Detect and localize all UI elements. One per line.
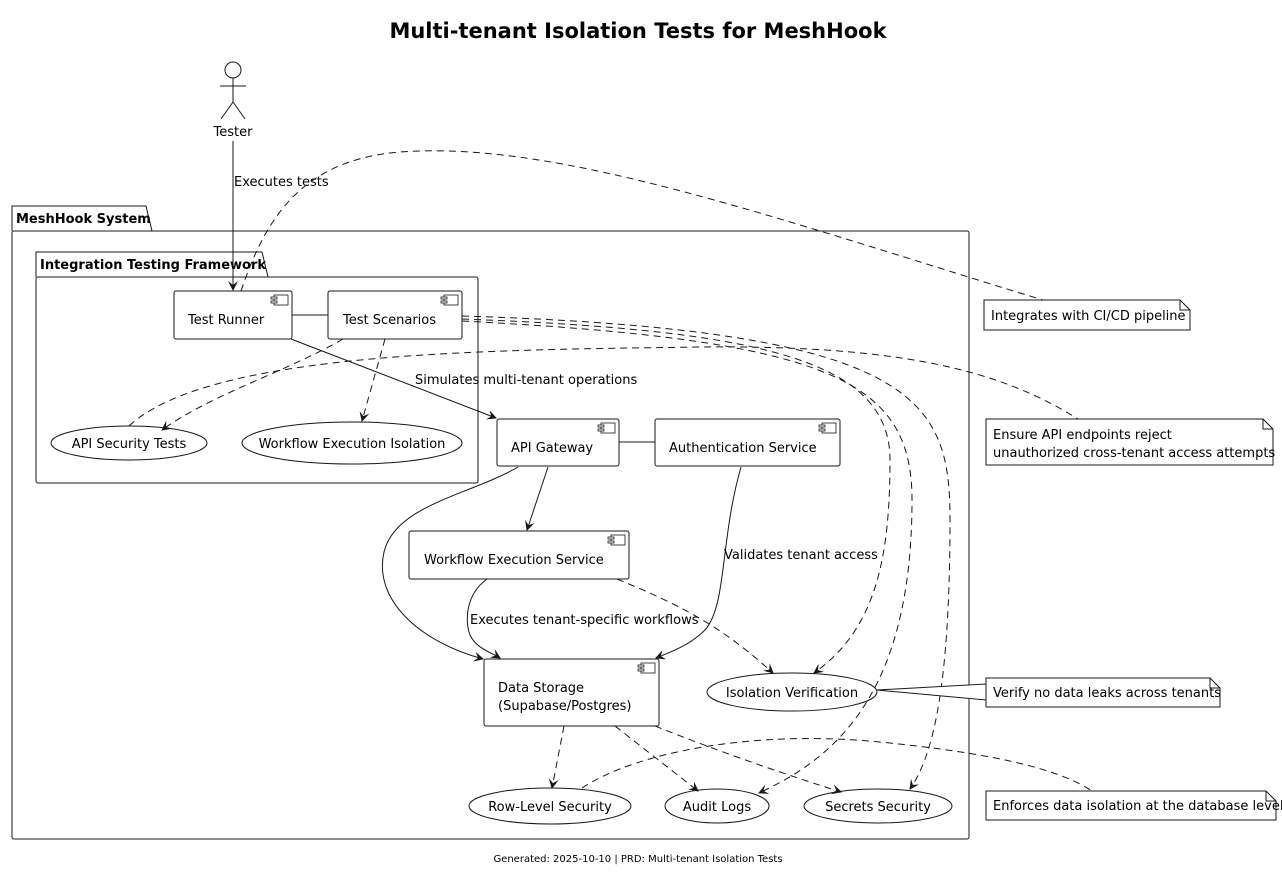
component-workflow-execution-service: Workflow Execution Service bbox=[408, 530, 630, 580]
component-icon bbox=[270, 294, 289, 306]
component-test-runner: Test Runner bbox=[173, 290, 293, 340]
note-link-api-reject bbox=[128, 346, 1079, 427]
usecase-label: API Security Tests bbox=[72, 437, 187, 452]
component-label: Workflow Execution Service bbox=[424, 553, 604, 568]
component-label-line2: (Supabase/Postgres) bbox=[498, 699, 632, 714]
note-text: Enforces data isolation at the database … bbox=[993, 799, 1282, 814]
actor-label: Tester bbox=[213, 125, 254, 140]
edge-scenarios-to-workflow-isolation bbox=[359, 338, 386, 422]
edge-gateway-to-workflow bbox=[525, 466, 549, 531]
usecase-label: Workflow Execution Isolation bbox=[259, 437, 446, 452]
edge-label-executes-workflows: Executes tenant-specific workflows bbox=[470, 613, 699, 628]
component-icon bbox=[818, 422, 837, 434]
edge-gateway-to-storage bbox=[382, 466, 519, 662]
package-tab bbox=[11, 205, 153, 232]
component-label: Authentication Service bbox=[669, 441, 817, 456]
edge-label-validates: Validates tenant access bbox=[724, 548, 878, 563]
component-icon bbox=[597, 422, 616, 434]
component-icon bbox=[607, 534, 626, 546]
note-text: Verify no data leaks across tenants bbox=[993, 686, 1221, 701]
edge-runner-to-gateway bbox=[290, 338, 497, 420]
note-text-line1: Ensure API endpoints reject bbox=[993, 428, 1172, 443]
component-label: Test Scenarios bbox=[342, 313, 436, 328]
edge-storage-to-secrets bbox=[654, 725, 842, 795]
diagram-title: Multi-tenant Isolation Tests for MeshHoo… bbox=[389, 19, 887, 43]
actor-right-leg bbox=[232, 101, 246, 120]
package-tab bbox=[35, 251, 269, 278]
note-text-line2: unauthorized cross-tenant access attempt… bbox=[993, 446, 1275, 461]
edge-auth-to-storage bbox=[655, 466, 742, 660]
component-api-gateway: API Gateway bbox=[496, 418, 620, 467]
usecase-label: Row-Level Security bbox=[488, 800, 612, 815]
actor-head bbox=[224, 61, 242, 79]
tester-actor: Tester bbox=[213, 61, 254, 140]
component-label: Test Runner bbox=[187, 313, 265, 328]
component-icon bbox=[637, 662, 656, 674]
note-cicd: Integrates with CI/CD pipeline bbox=[983, 299, 1191, 331]
component-authentication-service: Authentication Service bbox=[654, 418, 841, 467]
edge-storage-to-row-level-security bbox=[548, 725, 565, 789]
package-title-framework: Integration Testing Framework bbox=[40, 258, 266, 273]
usecase-label: Secrets Security bbox=[825, 800, 931, 815]
usecase-label: Audit Logs bbox=[683, 800, 751, 815]
note-link-cicd bbox=[240, 150, 1044, 301]
note-text: Integrates with CI/CD pipeline bbox=[991, 309, 1186, 324]
component-test-scenarios: Test Scenarios bbox=[327, 290, 463, 340]
edge-label-executes-tests: Executes tests bbox=[234, 175, 329, 190]
actor-left-leg bbox=[220, 101, 234, 120]
edge-label-simulates: Simulates multi-tenant operations bbox=[415, 373, 637, 388]
note-api-reject: Ensure API endpoints reject unauthorized… bbox=[985, 418, 1275, 466]
usecase-api-security-tests: API Security Tests bbox=[50, 425, 208, 461]
note-no-leaks: Verify no data leaks across tenants bbox=[985, 677, 1221, 708]
component-icon bbox=[440, 294, 459, 306]
component-label: API Gateway bbox=[511, 441, 593, 456]
component-label-line1: Data Storage bbox=[498, 681, 584, 696]
edge-scenarios-to-isolation-verification bbox=[461, 318, 891, 674]
usecase-isolation-verification: Isolation Verification bbox=[706, 672, 878, 712]
edge-workflow-to-isolation-verification bbox=[616, 578, 774, 674]
edge-scenarios-to-api-security bbox=[161, 338, 344, 431]
edge-scenarios-to-secrets bbox=[461, 315, 951, 790]
package-title-system: MeshHook System bbox=[16, 212, 151, 227]
usecase-label: Isolation Verification bbox=[726, 686, 858, 701]
note-db-level: Enforces data isolation at the database … bbox=[985, 790, 1282, 821]
edge-workflow-to-storage bbox=[466, 578, 501, 659]
edge-storage-to-audit-logs bbox=[614, 725, 699, 792]
usecase-workflow-execution-isolation: Workflow Execution Isolation bbox=[241, 421, 463, 465]
footer-text: Generated: 2025-10-10 | PRD: Multi-tenan… bbox=[493, 854, 782, 865]
usecase-audit-logs: Audit Logs bbox=[664, 788, 770, 824]
note-link-no-leaks bbox=[876, 683, 987, 701]
component-data-storage: Data Storage (Supabase/Postgres) bbox=[483, 658, 660, 727]
usecase-row-level-security: Row-Level Security bbox=[468, 787, 632, 825]
edge-scenarios-to-audit-logs bbox=[461, 320, 913, 794]
usecase-secrets-security: Secrets Security bbox=[803, 788, 953, 824]
